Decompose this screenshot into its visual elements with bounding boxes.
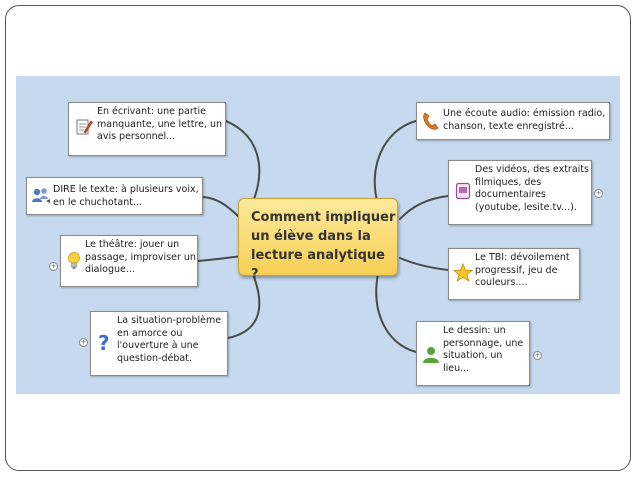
node-dire-text: DIRE le texte: à plusieurs voix, en le c… <box>53 184 199 208</box>
node-videos[interactable]: Des vidéos, des extraits filmiques, des … <box>448 160 592 225</box>
branch-dessin <box>375 273 417 353</box>
node-dessin[interactable]: Le dessin: un personnage, une situation,… <box>416 321 530 386</box>
expand-videos-button[interactable]: + <box>594 189 603 198</box>
star-icon <box>452 262 474 288</box>
branch-dire <box>202 196 241 219</box>
node-tbi-text: Le TBI: dévoilement progressif, jeu de c… <box>475 252 570 288</box>
node-videos-text: Des vidéos, des extraits filmiques, des … <box>475 164 589 213</box>
node-ecrivant-text: En écrivant: une partie manquante, une l… <box>97 106 223 142</box>
branch-situation <box>227 271 261 339</box>
node-dessin-text: Le dessin: un personnage, une situation,… <box>443 325 524 374</box>
node-theatre-text: Le théâtre: jouer un passage, improviser… <box>85 239 196 275</box>
node-situation-text: La situation-problème en amorce ou l'ouv… <box>117 315 222 364</box>
expand-theatre-button[interactable]: + <box>49 262 58 271</box>
node-situation[interactable]: ? La situation-problème en amorce ou l'o… <box>90 311 228 376</box>
video-note-icon <box>455 182 471 205</box>
mind-map: En écrivant: une partie manquante, une l… <box>16 76 620 394</box>
node-dire[interactable]: DIRE le texte: à plusieurs voix, en le c… <box>26 177 203 215</box>
expand-dessin-button[interactable]: + <box>533 351 542 360</box>
branch-lines <box>197 120 449 353</box>
branch-ecrivant <box>225 120 261 205</box>
question-mark-icon: ? <box>97 331 111 359</box>
central-topic-title: Comment impliquer un élève dans la lectu… <box>251 210 396 282</box>
pencil-notepad-icon <box>75 117 93 142</box>
node-ecrivant[interactable]: En écrivant: une partie manquante, une l… <box>68 102 226 156</box>
node-theatre[interactable]: Le théâtre: jouer un passage, improviser… <box>60 235 198 287</box>
central-topic[interactable]: Comment impliquer un élève dans la lectu… <box>238 198 398 282</box>
node-tbi[interactable]: Le TBI: dévoilement progressif, jeu de c… <box>448 248 580 300</box>
branch-audio <box>373 120 417 205</box>
people-speaking-icon <box>31 187 51 210</box>
lightbulb-icon <box>67 251 81 276</box>
branch-videos <box>399 195 449 220</box>
branch-theatre <box>197 255 243 262</box>
node-audio-text: Une écoute audio: émission radio, chanso… <box>443 108 606 132</box>
node-audio[interactable]: Une écoute audio: émission radio, chanso… <box>416 102 610 140</box>
branch-tbi <box>399 257 449 271</box>
expand-situation-button[interactable]: + <box>79 338 88 347</box>
person-icon <box>422 346 440 369</box>
telephone-icon <box>422 111 440 136</box>
svg-text:?: ? <box>98 332 110 354</box>
